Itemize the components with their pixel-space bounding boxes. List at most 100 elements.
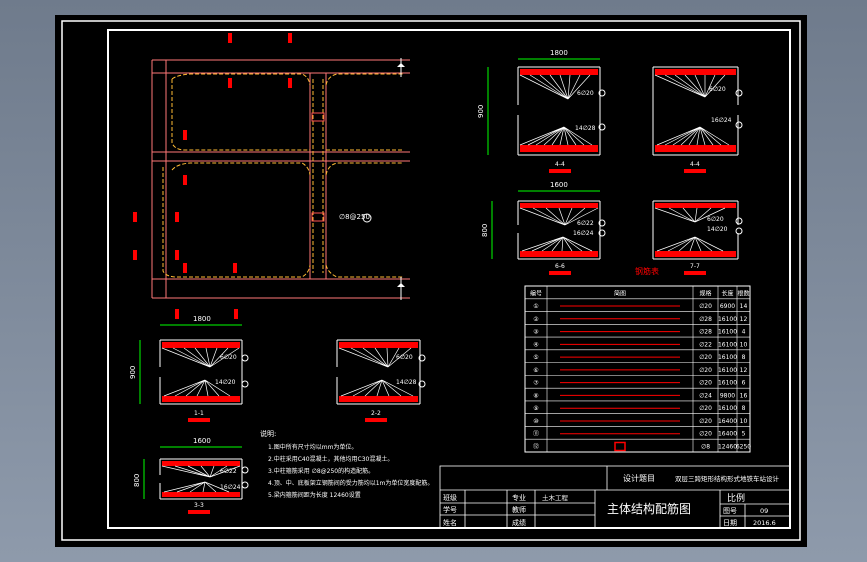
outer-frame (61, 20, 801, 541)
table-cell: ④ (533, 341, 538, 348)
table-cell: ∅20 (699, 367, 712, 374)
section-tag: 7-7 (690, 263, 700, 270)
table-cell: ∅20 (699, 431, 712, 438)
table-cell: 6 (742, 380, 746, 387)
note-line: 5.梁内箍筋间距为长度 12460设置 (268, 491, 361, 499)
table-cell: ∅20 (699, 380, 712, 387)
grade-label: 成绩 (512, 518, 526, 527)
major-value: 土木工程 (542, 493, 569, 502)
note-line: 3.中柱箍筋采用 ∅8@250的构造配筋。 (268, 467, 374, 475)
dim-height: 900 (477, 105, 485, 118)
section-tag: 4-4 (690, 161, 700, 168)
note-line: 1.图中所有尺寸均以mm为单位。 (268, 443, 357, 451)
table-cell: 6250 (736, 444, 751, 451)
section-tag: 6-6 (555, 263, 565, 270)
table-cell: ∅20 (699, 303, 712, 310)
bar-label: 6∅20 (707, 216, 724, 223)
bar-label: 14∅20 (215, 379, 236, 386)
table-cell: ∅24 (699, 392, 712, 399)
table-cell: 16100 (718, 341, 737, 348)
student-id-label: 学号 (443, 505, 457, 514)
steel-table-border (524, 285, 751, 453)
table-cell: 6900 (720, 303, 735, 310)
name-label: 姓名 (443, 518, 457, 527)
table-header: 编号 (530, 289, 542, 297)
table-cell: ③ (533, 329, 538, 336)
bar-label: 14∅28 (575, 125, 596, 132)
table-cell: 16100 (718, 405, 737, 412)
table-cell: 16100 (718, 354, 737, 361)
table-header: 简图 (614, 289, 626, 297)
dim-height: 800 (133, 474, 141, 487)
table-cell: 12460 (718, 444, 737, 451)
steel-table-title: 钢筋表 (635, 266, 659, 276)
table-cell: ⑧ (533, 392, 538, 399)
bar-label: 6∅20 (396, 354, 413, 361)
dim-width: 1800 (193, 315, 211, 323)
table-cell: 8 (742, 354, 746, 361)
table-cell: 16100 (718, 329, 737, 336)
table-cell: 16400 (718, 431, 737, 438)
section-7-7: 6∅20 14∅20 7-7 (652, 200, 743, 275)
table-cell: 9800 (720, 392, 735, 399)
structure-elevation: ∅8@250 (133, 33, 410, 319)
notes: 说明: 1.图中所有尺寸均以mm为单位。 2.中柱采用C40混凝土，其他均用C3… (260, 429, 433, 499)
table-cell: ① (533, 303, 538, 310)
design-topic-label: 设计题目 (623, 473, 655, 483)
drawing-sheet: ∅8@250 1800 900 6∅20 14∅28 4-4 6∅20 (55, 15, 807, 547)
table-cell: ∅28 (699, 316, 712, 323)
bar-label: 14∅20 (707, 226, 728, 233)
table-cell: 12 (740, 367, 748, 374)
bar-label: 6∅22 (220, 468, 237, 475)
class-label: 班级 (443, 493, 457, 502)
table-cell: 5 (742, 431, 746, 438)
dim-height: 900 (129, 366, 137, 379)
title-block (439, 465, 791, 529)
bar-label: 6∅20 (577, 90, 594, 97)
table-header: 根数 (737, 289, 749, 297)
table-cell: 16100 (718, 380, 737, 387)
table-cell: ⑪ (533, 430, 539, 438)
table-cell: ∅8 (701, 444, 710, 451)
sheet-no: 09 (760, 507, 768, 515)
table-cell: ⑨ (533, 405, 538, 412)
table-cell: 16 (740, 392, 748, 399)
notes-heading: 说明: (260, 429, 276, 438)
table-cell: ∅28 (699, 329, 712, 336)
table-cell: ∅20 (699, 405, 712, 412)
section-2-2: 6∅20 14∅28 2-2 (336, 339, 426, 422)
section-4-4-a: 1800 900 6∅20 14∅28 4-4 (477, 49, 606, 173)
section-tag: 1-1 (194, 410, 204, 417)
table-cell: 10 (740, 418, 748, 425)
table-cell: ② (533, 316, 539, 323)
table-cell: 14 (740, 303, 748, 310)
section-tag: 4-4 (555, 161, 565, 168)
table-cell: 16400 (718, 418, 737, 425)
table-cell: ∅22 (699, 341, 712, 348)
bar-label: 16∅24 (711, 117, 732, 124)
section-6-6: 1600 800 6∅22 16∅24 6-6 (481, 181, 606, 275)
table-header: 规格 (699, 289, 711, 297)
note-line: 4.顶、中、底板架立钢筋间的受力筋均以1m为单位宽度配筋。 (268, 479, 433, 487)
table-cell: 4 (742, 329, 746, 336)
table-cell: 10 (740, 341, 748, 348)
note-line: 2.中柱采用C40混凝土，其他均用C30混凝土。 (268, 455, 393, 463)
scale-label: 比例 (727, 492, 745, 504)
stirrup-label: ∅8@250 (339, 213, 370, 221)
sheet-no-label: 图号 (723, 507, 737, 515)
dim-width: 1800 (550, 49, 568, 57)
cad-drawing: ∅8@250 1800 900 6∅20 14∅28 4-4 6∅20 (61, 20, 801, 541)
table-cell: ⑦ (533, 380, 539, 387)
table-cell: 12 (740, 316, 748, 323)
section-4-4-b: 6∅20 16∅24 4-4 (652, 66, 743, 173)
section-tag: 2-2 (371, 410, 381, 417)
bar-label: 16∅24 (220, 484, 241, 491)
bar-label: 16∅24 (573, 230, 594, 237)
table-cell: ∅20 (699, 354, 712, 361)
bar-label: 6∅22 (577, 220, 594, 227)
date-label: 日期 (723, 519, 737, 527)
table-cell: 16100 (718, 316, 737, 323)
teacher-label: 教师 (512, 505, 526, 514)
dim-width: 1600 (193, 437, 211, 445)
table-cell: 8 (742, 405, 746, 412)
